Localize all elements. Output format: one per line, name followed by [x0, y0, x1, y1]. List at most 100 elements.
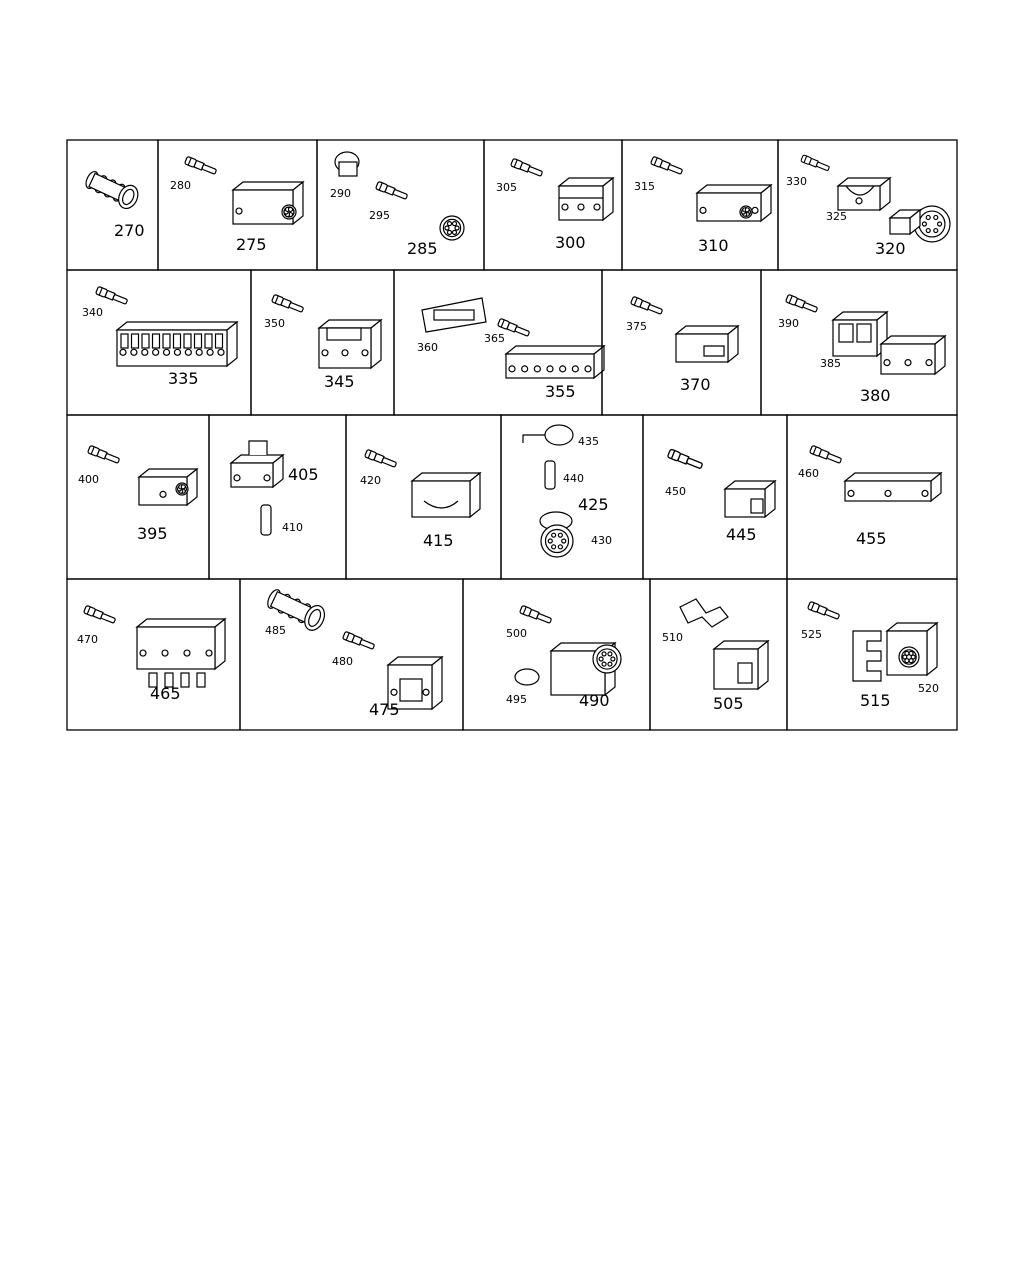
part-270-illustration [85, 170, 139, 210]
part-number-label: 280 [170, 179, 191, 192]
part-455-cell: 460 455 [786, 414, 958, 580]
part-number-label: 350 [264, 317, 285, 330]
part-505-illustration [679, 598, 770, 691]
part-number-label: 345 [324, 372, 355, 391]
part-number-label: 475 [369, 700, 400, 719]
part-number-label: 490 [579, 691, 610, 710]
part-number-label: 435 [578, 435, 599, 448]
part-number-label: 455 [856, 529, 887, 548]
terminal-pin [95, 286, 128, 305]
part-number-label: 365 [484, 332, 505, 345]
part-number-label: 400 [78, 473, 99, 486]
part-345-cell: 350 345 [250, 269, 395, 416]
connector-housing [885, 621, 939, 677]
part-number-label: 310 [698, 236, 729, 255]
part-number-label: 390 [778, 317, 799, 330]
part-number-label: 340 [82, 306, 103, 319]
terminal-pin [809, 445, 842, 464]
terminal-pin [650, 156, 683, 175]
connector-housing [317, 318, 383, 370]
part-number-label: 420 [360, 474, 381, 487]
part-475-cell: 485 480 475 [239, 578, 464, 731]
connector-housing [879, 334, 947, 376]
part-445-illustration [667, 448, 777, 519]
terminal-pin [364, 449, 397, 468]
terminal-pin [800, 154, 830, 172]
terminal-pin [271, 294, 304, 313]
terminal-pin [83, 605, 116, 624]
part-number-label: 305 [496, 181, 517, 194]
part-number-label: 410 [282, 521, 303, 534]
part-275-illustration [184, 156, 305, 226]
part-number-label: 440 [563, 472, 584, 485]
cell-border [786, 578, 958, 731]
part-405-cell: 405 410 [208, 414, 347, 580]
connector-housing [723, 479, 777, 519]
part-475-illustration [267, 589, 444, 711]
part-number-label: 415 [423, 531, 454, 550]
cell-border [208, 414, 347, 580]
part-number-label: 405 [288, 465, 319, 484]
part-425-illustration [522, 424, 574, 558]
part-number-label: 460 [798, 467, 819, 480]
part-415-illustration [364, 449, 482, 519]
part-285-illustration [334, 151, 465, 241]
part-number-label: 385 [820, 357, 841, 370]
part-number-label: 375 [626, 320, 647, 333]
connector-housing [695, 183, 773, 223]
connector-housing [135, 617, 227, 671]
part-number-label: 445 [726, 525, 757, 544]
terminal-pin [519, 605, 552, 624]
connector-housing [137, 467, 199, 507]
terminal-pin [630, 296, 663, 315]
connector-housing [888, 208, 922, 236]
connector-housing [231, 180, 305, 226]
part-number-label: 290 [330, 187, 351, 200]
terminal-pin [375, 181, 408, 200]
part-370-illustration [630, 296, 740, 364]
part-number-label: 485 [265, 624, 286, 637]
round-connector [540, 524, 574, 558]
part-number-label: 285 [407, 239, 438, 258]
part-355-illustration [421, 297, 606, 380]
grommet-sleeve [267, 589, 326, 631]
round-connector [739, 205, 753, 219]
part-number-label: 480 [332, 655, 353, 668]
part-345-illustration [271, 294, 383, 370]
part-455-illustration [809, 445, 943, 503]
part-335-illustration [95, 286, 239, 368]
part-number-label: 520 [918, 682, 939, 695]
part-number-label: 430 [591, 534, 612, 547]
connector-housing [229, 453, 285, 489]
terminal-pin [184, 156, 217, 175]
part-number-label: 335 [168, 369, 199, 388]
connector-housing [843, 471, 943, 503]
part-415-cell: 420 415 [345, 414, 502, 580]
cells-layer: 2702802752902952853053003153103303253203… [66, 139, 958, 731]
part-number-label: 500 [506, 627, 527, 640]
part-270-cell: 270 [66, 139, 159, 271]
connector-housing [674, 324, 740, 364]
round-connector [898, 646, 920, 668]
connector-housing [410, 471, 482, 519]
terminal-pin [785, 294, 818, 313]
part-490-illustration [514, 605, 622, 697]
connector-housing [557, 176, 615, 222]
part-465-illustration [83, 605, 227, 688]
terminal-pin [87, 445, 120, 464]
part-number-label: 320 [875, 239, 906, 258]
part-number-label: 330 [786, 175, 807, 188]
part-number-label: 270 [114, 221, 145, 240]
part-number-label: 505 [713, 694, 744, 713]
part-number-label: 470 [77, 633, 98, 646]
